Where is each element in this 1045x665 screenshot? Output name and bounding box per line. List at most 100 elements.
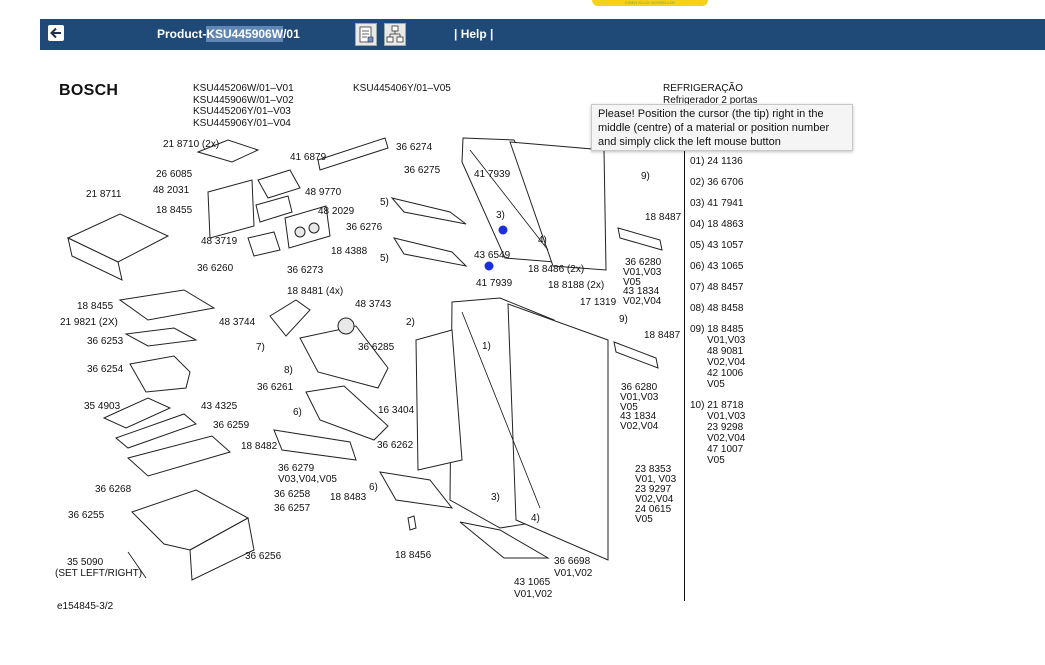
part-number-label[interactable]: (SET LEFT/RIGHT): [55, 568, 142, 579]
part-number-label[interactable]: 36 6275: [404, 165, 441, 176]
part-number-label[interactable]: 18 8486 (2x): [528, 264, 584, 275]
part-number-label[interactable]: 36 6260: [197, 263, 234, 274]
part-number-label[interactable]: 36 6698: [554, 556, 591, 567]
part-number-label[interactable]: 18 8487: [645, 212, 682, 223]
ice-tray-part[interactable]: [255, 195, 293, 223]
part-number-label[interactable]: 18 8482: [241, 441, 278, 452]
help-link[interactable]: | Help |: [454, 27, 494, 41]
part-number-label[interactable]: 48 3744: [219, 317, 256, 328]
part-number-label[interactable]: 18 8483: [330, 492, 367, 503]
knob-part[interactable]: [294, 226, 306, 238]
part-number-label[interactable]: 48 2029: [318, 206, 355, 217]
legend-item[interactable]: 02) 36 6706: [690, 177, 745, 188]
part-number-label[interactable]: 43 1834: [623, 286, 660, 297]
part-number-label[interactable]: V03,V04,V05: [278, 474, 337, 485]
bottom-bin-part[interactable]: [459, 521, 550, 559]
part-number-label[interactable]: 35 4903: [84, 401, 121, 412]
back-button[interactable]: [48, 25, 64, 41]
part-number-label[interactable]: 48 3743: [355, 299, 392, 310]
part-number-label[interactable]: 23 9297: [635, 484, 672, 495]
knob-part[interactable]: [308, 222, 320, 234]
part-number-label[interactable]: 43 4325: [201, 401, 238, 412]
part-number-label[interactable]: 36 6258: [274, 489, 311, 500]
part-number-label[interactable]: 7): [256, 342, 265, 353]
hotspot-marker[interactable]: [498, 225, 508, 235]
part-number-label[interactable]: V05: [635, 514, 653, 525]
part-number-label[interactable]: 36 6280: [621, 382, 658, 393]
evaporator-cover-part[interactable]: [317, 137, 389, 171]
part-number-label[interactable]: 24 0615: [635, 504, 672, 515]
part-number-label[interactable]: 8): [284, 365, 293, 376]
egg-holder-part[interactable]: [337, 317, 355, 335]
fridge-door-part[interactable]: [507, 303, 609, 561]
part-number-label[interactable]: 36 6255: [68, 510, 105, 521]
part-number-label[interactable]: 3): [491, 492, 500, 503]
door-shelf-part[interactable]: [392, 237, 468, 267]
bottle-rack-part[interactable]: [299, 325, 389, 389]
shelf-part[interactable]: [102, 397, 172, 429]
part-number-label[interactable]: 2): [406, 317, 415, 328]
part-number-label[interactable]: 36 6262: [377, 440, 414, 451]
part-number-label[interactable]: 9): [641, 171, 650, 182]
part-number-label[interactable]: 36 6274: [396, 142, 433, 153]
part-number-label[interactable]: 16 3404: [378, 405, 415, 416]
part-number-label[interactable]: 18 4388: [331, 246, 368, 257]
hotspot-marker[interactable]: [484, 261, 494, 271]
part-number-label[interactable]: 21 8710 (2x): [163, 139, 219, 150]
freezer-door-part[interactable]: [509, 141, 607, 271]
wine-rack-part[interactable]: [273, 429, 357, 461]
part-number-label[interactable]: 41 7939: [476, 278, 513, 289]
bottle-holder-part[interactable]: [269, 299, 311, 337]
part-number-label[interactable]: 18 8455: [77, 301, 114, 312]
freezer-shelf-front-part[interactable]: [67, 237, 123, 281]
part-number-label[interactable]: 48 9770: [305, 187, 342, 198]
parts-list-button[interactable]: [355, 23, 377, 46]
door-shelf-part[interactable]: [390, 197, 467, 225]
part-number-label[interactable]: 48 3719: [201, 236, 238, 247]
part-number-label[interactable]: 18 8481 (4x): [287, 286, 343, 297]
part-number-label[interactable]: 1): [482, 341, 491, 352]
shelf-part[interactable]: [115, 413, 197, 449]
part-number-label[interactable]: 36 6259: [213, 420, 250, 431]
part-number-label[interactable]: 18 8456: [395, 550, 432, 561]
door-handle-part[interactable]: [617, 227, 663, 251]
egg-tray-part[interactable]: [129, 355, 191, 393]
ice-bucket-part[interactable]: [247, 231, 281, 257]
part-number-label[interactable]: V01, V03: [635, 474, 677, 485]
part-number-label[interactable]: 5): [380, 197, 389, 208]
part-number-label[interactable]: 36 6261: [257, 382, 294, 393]
door-handle-part[interactable]: [613, 341, 659, 369]
part-number-label[interactable]: 36 6254: [87, 364, 124, 375]
part-number-label[interactable]: 43 6549: [474, 250, 511, 261]
part-number-label[interactable]: 36 6280: [625, 257, 662, 268]
legend-item[interactable]: 06) 43 1065: [690, 261, 745, 272]
part-number-label[interactable]: V01,V03: [620, 392, 659, 403]
part-number-label[interactable]: 3): [496, 210, 505, 221]
legend-item[interactable]: 08) 48 8458: [690, 303, 745, 314]
part-number-label[interactable]: V01,V03: [623, 267, 662, 278]
part-number-label[interactable]: 4): [531, 513, 540, 524]
part-number-label[interactable]: 6): [369, 482, 378, 493]
legend-item[interactable]: 05) 43 1057: [690, 240, 745, 251]
part-number-label[interactable]: 21 8711: [86, 189, 122, 200]
legend-item[interactable]: 04) 18 4863: [690, 219, 745, 230]
part-number-label[interactable]: V02,V04: [620, 421, 659, 432]
part-number-label[interactable]: 9): [619, 314, 628, 325]
legend-item[interactable]: 07) 48 8457: [690, 282, 745, 293]
part-number-label[interactable]: 17 1319: [580, 297, 617, 308]
door-bin-part[interactable]: [305, 385, 389, 441]
ice-maker-box-part[interactable]: [207, 179, 255, 239]
part-number-label[interactable]: 23 8353: [635, 464, 672, 475]
part-number-label[interactable]: 4): [538, 235, 547, 246]
part-number-label[interactable]: 36 6276: [346, 222, 383, 233]
part-number-label[interactable]: 18 8487: [644, 330, 681, 341]
part-number-label[interactable]: 6): [293, 407, 302, 418]
part-number-label[interactable]: 36 6285: [358, 342, 395, 353]
part-number-label[interactable]: 18 8188 (2x): [548, 280, 604, 291]
crisper-front-part[interactable]: [189, 517, 255, 581]
part-number-label[interactable]: V01,V02: [554, 568, 593, 579]
part-number-label[interactable]: 36 6273: [287, 265, 324, 276]
knob-bracket-part[interactable]: [284, 205, 331, 249]
